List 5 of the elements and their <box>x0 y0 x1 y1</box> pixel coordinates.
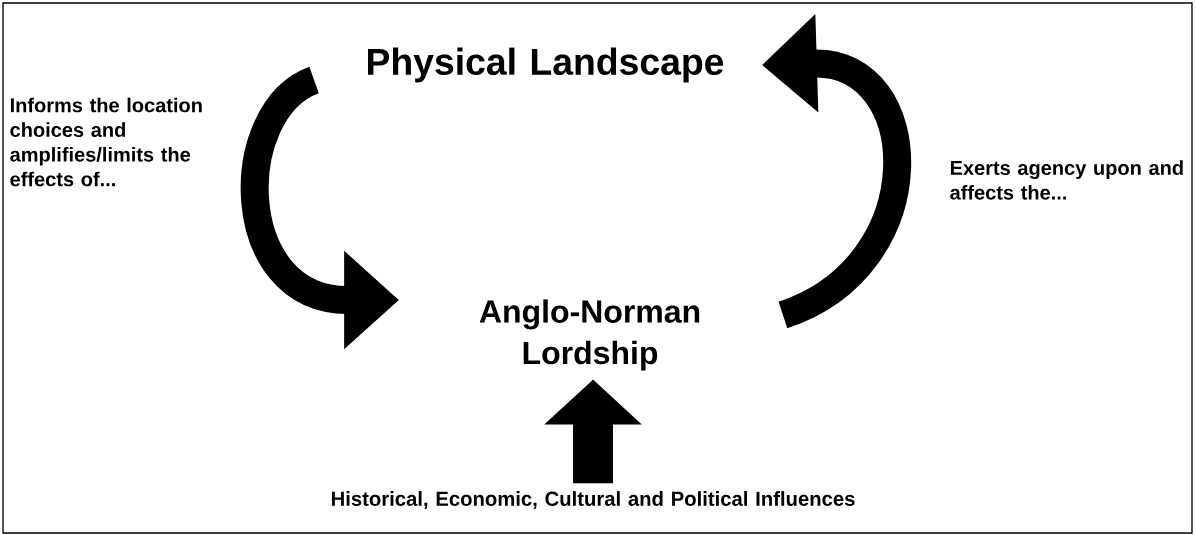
edge-label: Exerts agency upon and affects the... <box>950 160 1183 200</box>
node-text: Anglo-Norman Lordship <box>479 299 700 371</box>
node-text: Physical Landscape <box>368 47 724 83</box>
edge-label: Informs the location choices and amplifies/limits the effects of... <box>10 97 202 187</box>
node-text: Historical, Economic, Cultural and Political Influences <box>332 491 855 509</box>
